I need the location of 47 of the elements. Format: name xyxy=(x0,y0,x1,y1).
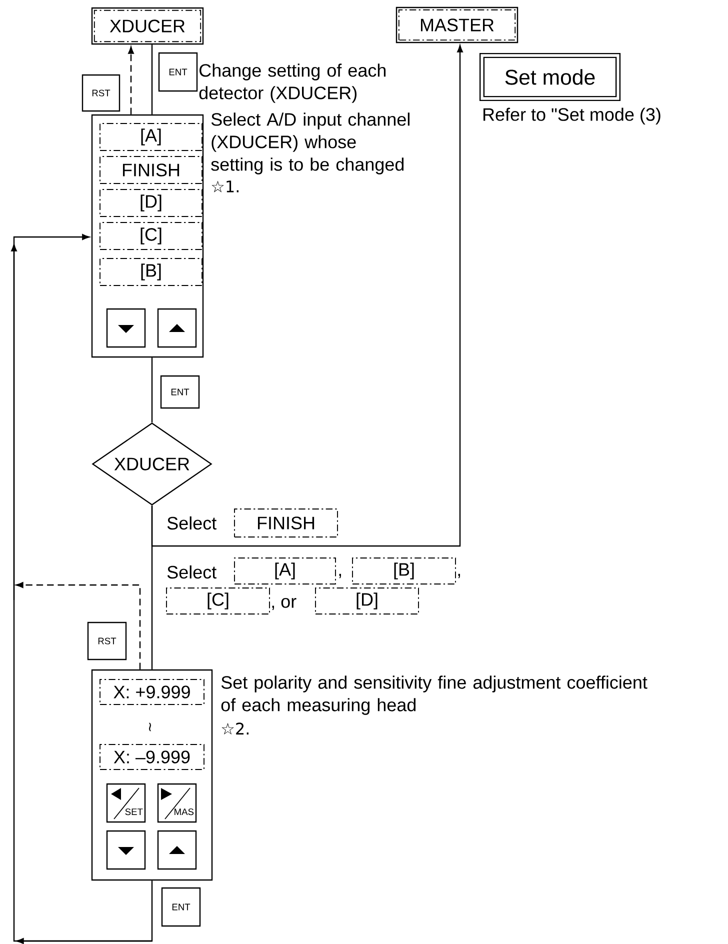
display-field: [A] xyxy=(234,558,336,584)
key-button: RST xyxy=(82,74,120,112)
key-button: ENT xyxy=(161,887,201,927)
down-key xyxy=(106,308,146,348)
arrow xyxy=(151,45,463,547)
down-key xyxy=(106,830,146,870)
range-mark: ≀ xyxy=(148,722,152,732)
left-set-key: SET xyxy=(106,783,146,823)
connector-line xyxy=(151,358,153,422)
display-field: [D] xyxy=(315,588,419,614)
instruction-text: Set polarity and sensitivity fine adjustment coefficient of each measuring head xyxy=(221,676,648,715)
display-field: [B] xyxy=(100,258,202,286)
arrow xyxy=(128,46,134,114)
select-text: Select xyxy=(167,565,216,579)
note-mark: ☆2. xyxy=(222,722,248,735)
display-field: X: –9.999 xyxy=(100,744,204,770)
select-text: Select xyxy=(167,516,216,530)
note-mark: ☆1. xyxy=(212,180,238,192)
separator-text: , or xyxy=(272,598,296,610)
key-button: ENT xyxy=(158,52,198,92)
mode-box: Set mode xyxy=(479,52,621,102)
display-box: XDUCER xyxy=(91,7,204,45)
display-field: X: +9.999 xyxy=(100,679,204,705)
instruction-text: Select A/D input channel (XDUCER) whose setting is to be changed xyxy=(211,112,410,174)
instruction-text: Change setting of each detector (XDUCER) xyxy=(199,64,386,103)
panel-box xyxy=(91,114,204,358)
separator-text: , xyxy=(339,574,341,578)
note-text: Refer to "Set mode (3) xyxy=(484,108,660,124)
display-field: [B] xyxy=(352,558,456,584)
arrow xyxy=(16,582,141,670)
up-key xyxy=(157,830,197,870)
connector-line xyxy=(151,44,153,114)
connector-line xyxy=(151,506,153,670)
display-field: [C] xyxy=(166,588,270,614)
display-field: FINISH xyxy=(100,156,202,184)
display-box: MASTER xyxy=(396,6,518,44)
arrow xyxy=(11,234,153,944)
display-field: [A] xyxy=(100,123,202,151)
display-field: FINISH xyxy=(234,508,338,538)
key-button: ENT xyxy=(160,375,200,409)
display-field: [C] xyxy=(100,222,202,250)
up-key xyxy=(157,308,197,348)
separator-text: , xyxy=(458,574,460,578)
display-field: [D] xyxy=(100,189,202,217)
key-button: RST xyxy=(87,622,127,660)
right-master-key: MAS xyxy=(157,783,197,823)
panel-box xyxy=(91,669,213,881)
